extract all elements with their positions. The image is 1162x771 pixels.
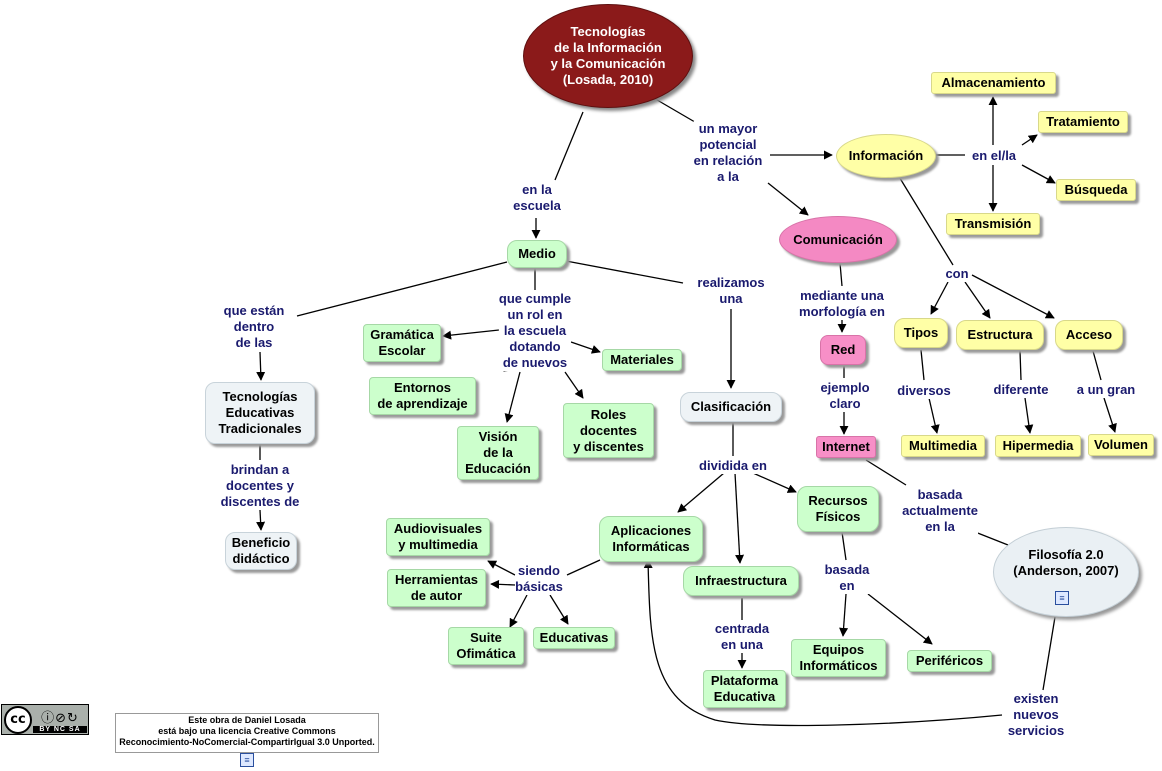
concept-tipos[interactable]: Tipos xyxy=(894,318,948,348)
concept-equipos[interactable]: Equipos Informáticos xyxy=(791,639,886,677)
concept-estructura[interactable]: Estructura xyxy=(956,320,1044,350)
link-en-la-escuela: en la escuela xyxy=(513,182,561,214)
link-realizamos: realizamos una xyxy=(697,275,765,307)
link-siendo: siendo básicas xyxy=(515,563,563,595)
link-mediante: mediante una morfología en xyxy=(799,288,885,320)
concept-busqueda[interactable]: Búsqueda xyxy=(1056,179,1136,201)
concept-tecnologias-tradicionales[interactable]: Tecnologías Educativas Tradicionales xyxy=(205,382,315,444)
concept-medio[interactable]: Medio xyxy=(507,240,567,268)
concept-beneficio[interactable]: Beneficio didáctico xyxy=(225,532,297,570)
concept-audiovisuales[interactable]: Audiovisuales y multimedia xyxy=(386,518,490,556)
link-que-estan: que están dentro de las xyxy=(223,303,285,351)
root-concept-tic[interactable]: Tecnologías de la Información y la Comun… xyxy=(523,4,693,108)
concept-hipermedia[interactable]: Hipermedia xyxy=(995,435,1081,457)
concept-vision[interactable]: Visión de la Educación xyxy=(457,426,539,480)
concept-comunicacion[interactable]: Comunicación xyxy=(779,216,897,263)
link-ejemplo-claro: ejemplo claro xyxy=(820,380,870,412)
link-basada-en: basada en xyxy=(824,562,870,594)
link-que-cumple: que cumple un rol en la escuela dotando … xyxy=(498,291,572,371)
concept-gramatica[interactable]: Gramática Escolar xyxy=(363,324,441,362)
concept-clasificacion[interactable]: Clasificación xyxy=(680,392,782,422)
cc-icon: cc xyxy=(4,705,32,734)
concept-suite[interactable]: Suite Ofimática xyxy=(448,627,524,665)
link-centrada: centrada en una xyxy=(714,621,770,653)
link-con: con xyxy=(945,266,969,282)
link-brindan: brindan a docentes y discentes de xyxy=(220,462,300,510)
license-text-body: Este obra de Daniel Losada está bajo una… xyxy=(119,715,375,747)
link-a-un-gran: a un gran xyxy=(1076,382,1136,398)
license-abbr: BY NC SA xyxy=(33,725,87,733)
concept-educativas[interactable]: Educativas xyxy=(533,627,615,649)
link-diversos: diversos xyxy=(897,383,951,399)
link-existen: existen nuevos servicios xyxy=(1007,691,1065,739)
concept-tratamiento[interactable]: Tratamiento xyxy=(1038,111,1128,133)
link-diferente: diferente xyxy=(993,382,1049,398)
license-document-icon[interactable]: ≡ xyxy=(240,753,254,767)
license-text: Este obra de Daniel Losada está bajo una… xyxy=(115,713,379,753)
link-un-mayor-potencial: un mayor potencial en relación a la xyxy=(693,121,763,185)
concept-roles[interactable]: Roles docentes y discentes xyxy=(563,403,654,458)
concept-aplicaciones[interactable]: Aplicaciones Informáticas xyxy=(599,516,703,562)
concept-informacion[interactable]: Información xyxy=(836,134,936,178)
concept-perifericos[interactable]: Periféricos xyxy=(907,650,992,672)
license-glyphs-icon: ⓘ⊘↻ xyxy=(41,710,79,726)
concept-red[interactable]: Red xyxy=(820,335,866,365)
link-en-el-la: en el/la xyxy=(971,148,1017,164)
concept-filosofia[interactable]: Filosofía 2.0 (Anderson, 2007) xyxy=(993,527,1139,617)
concept-entornos[interactable]: Entornos de aprendizaje xyxy=(369,377,476,415)
concept-acceso[interactable]: Acceso xyxy=(1055,320,1123,350)
concept-herramientas[interactable]: Herramientas de autor xyxy=(387,569,486,607)
concept-infraestructura[interactable]: Infraestructura xyxy=(683,566,799,596)
concept-transmision[interactable]: Transmisión xyxy=(946,213,1040,235)
concept-materiales[interactable]: Materiales xyxy=(602,349,682,371)
document-icon[interactable]: ≡ xyxy=(1055,591,1069,605)
link-dividida: dividida en xyxy=(699,458,767,474)
concept-plataforma[interactable]: Plataforma Educativa xyxy=(703,670,786,708)
link-basada-actualmente: basada actualmente en la xyxy=(902,487,978,535)
concept-internet[interactable]: Internet xyxy=(816,436,876,458)
license-badge[interactable]: cc ⓘ⊘↻ BY NC SA xyxy=(1,704,89,735)
concept-almacenamiento[interactable]: Almacenamiento xyxy=(931,72,1056,94)
concept-recursos[interactable]: Recursos Físicos xyxy=(797,486,879,532)
concept-multimedia[interactable]: Multimedia xyxy=(901,435,985,457)
concept-volumen[interactable]: Volumen xyxy=(1088,434,1154,456)
